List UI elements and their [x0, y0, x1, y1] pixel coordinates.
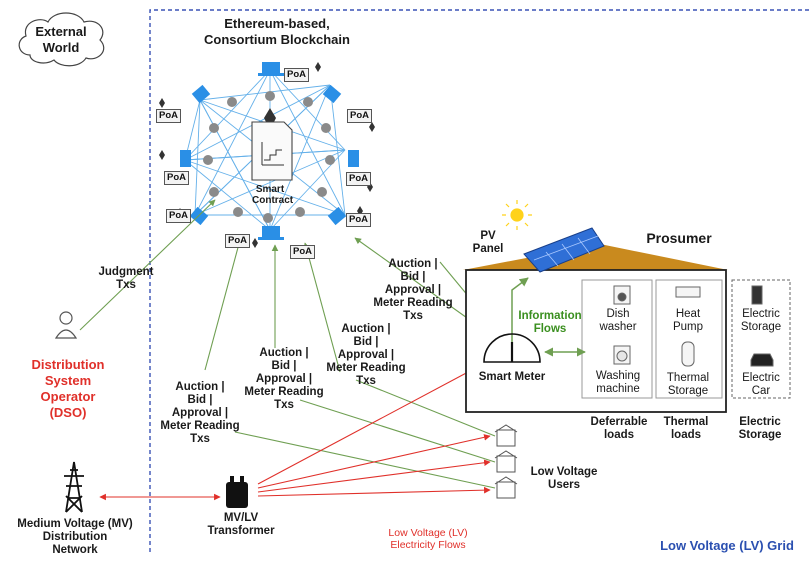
- information-flow-arrows: [511, 277, 586, 357]
- heat-pump-label: Heat Pump: [672, 308, 704, 333]
- lv-users-label: Low Voltage Users: [530, 466, 598, 491]
- poa-badge-1: PoA: [284, 68, 309, 82]
- lv-flows-label: Low Voltage (LV) Electricity Flows: [388, 527, 468, 551]
- poa-badge-7: PoA: [346, 213, 371, 227]
- sun-icon: [502, 200, 532, 230]
- dish-washer-label: Dish washer: [599, 308, 637, 333]
- dso-label: Distribution System Operator (DSO): [31, 357, 105, 420]
- solar-panel-icon: [523, 227, 605, 273]
- transformer-label: MV/LV Transformer: [207, 512, 275, 537]
- poa-badge-6: PoA: [166, 209, 191, 223]
- information-flows-label: Information Flows: [518, 310, 582, 335]
- transformer-icon: [226, 476, 248, 508]
- deferrable-loads-label: Deferrable loads: [590, 416, 648, 441]
- smart-meter-gauge: [483, 333, 541, 363]
- electric-storage-item-label: Electric Storage: [740, 308, 782, 333]
- dso-person-icon: [54, 311, 78, 339]
- transmission-tower-icon: [64, 461, 84, 513]
- smart-meter-label: Smart Meter: [478, 371, 546, 383]
- poa-badge-9: PoA: [290, 245, 315, 259]
- judgment-txs-label: Judgment Txs: [98, 266, 154, 291]
- washing-machine-label: Washing machine: [595, 370, 641, 395]
- smart-contract-label: Smart Contract: [252, 184, 294, 206]
- electric-storage-group-label: Electric Storage: [738, 416, 782, 441]
- poa-badge-5: PoA: [346, 172, 371, 186]
- blockchain-title: Ethereum-based, Consortium Blockchain: [204, 16, 350, 47]
- prosumer-label: Prosumer: [646, 230, 712, 246]
- external-world-label: External World: [35, 24, 87, 55]
- blockchain-nodes: [203, 91, 335, 223]
- electricity-arrows: [99, 362, 491, 501]
- transaction-arrows: [79, 199, 499, 489]
- external-world-cloud: [18, 12, 105, 67]
- txs-label-2: Auction | Bid | Approval | Meter Reading…: [244, 347, 324, 411]
- thermal-loads-label: Thermal loads: [663, 416, 709, 441]
- thermal-storage-label: Thermal Storage: [666, 372, 710, 397]
- poa-badge-3: PoA: [347, 109, 372, 123]
- poa-badge-2: PoA: [156, 109, 181, 123]
- poa-badge-4: PoA: [164, 171, 189, 185]
- txs-label-3: Auction | Bid | Approval | Meter Reading…: [326, 323, 406, 387]
- txs-label-1: Auction | Bid | Approval | Meter Reading…: [160, 381, 240, 445]
- txs-label-4: Auction | Bid | Approval | Meter Reading…: [373, 258, 453, 322]
- lv-grid-border: [149, 9, 810, 552]
- electric-car-label: Electric Car: [742, 372, 780, 397]
- poa-badge-8: PoA: [225, 234, 250, 248]
- smart-contract-document: [251, 121, 293, 181]
- lv-grid-label: Low Voltage (LV) Grid: [660, 538, 794, 553]
- pv-panel-label: PV Panel: [472, 230, 504, 255]
- laptop-icons: [180, 62, 359, 240]
- appliance-icons: [613, 285, 774, 367]
- mv-network-label: Medium Voltage (MV) Distribution Network: [17, 518, 133, 556]
- lv-user-houses: [494, 424, 518, 499]
